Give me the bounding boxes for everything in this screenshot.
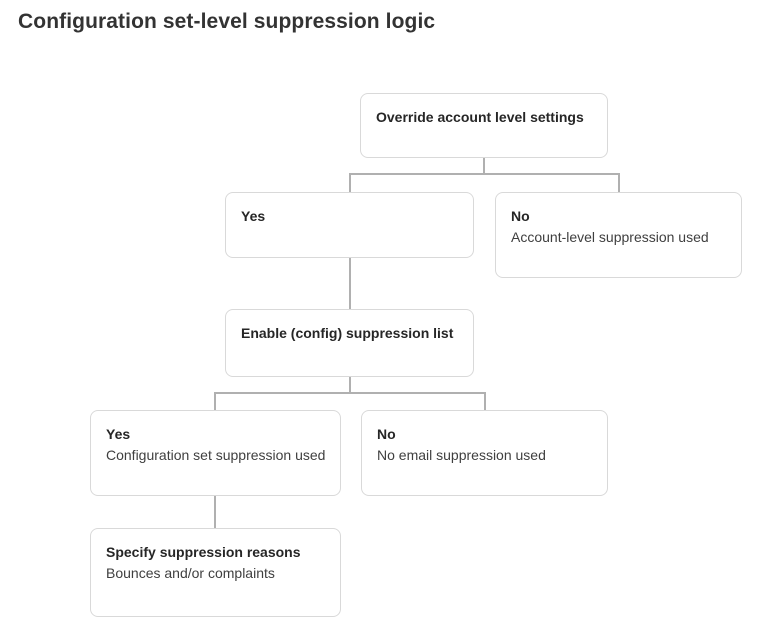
node-title: Override account level settings bbox=[376, 109, 584, 125]
node-title: No bbox=[511, 208, 530, 224]
connector-line bbox=[349, 376, 351, 393]
flow-node-override-account-level-settings: Override account level settings bbox=[360, 93, 608, 158]
connector-line bbox=[214, 392, 486, 394]
flow-node-specify-suppression-reasons: Specify suppression reasons Bounces and/… bbox=[90, 528, 341, 617]
node-subtitle: Configuration set suppression used bbox=[106, 447, 326, 463]
node-title: Enable (config) suppression list bbox=[241, 325, 454, 341]
connector-line bbox=[349, 257, 351, 309]
flow-node-no-account-level-suppression: No Account-level suppression used bbox=[495, 192, 742, 278]
node-title: Yes bbox=[106, 426, 131, 442]
connector-line bbox=[214, 392, 216, 410]
node-subtitle: Bounces and/or complaints bbox=[106, 565, 275, 581]
flow-node-yes-config-set-suppression: Yes Configuration set suppression used bbox=[90, 410, 341, 496]
node-subtitle: No email suppression used bbox=[377, 447, 546, 463]
node-title: Yes bbox=[241, 208, 266, 224]
flow-node-enable-config-suppression-list: Enable (config) suppression list bbox=[225, 309, 474, 377]
connector-line bbox=[484, 392, 486, 410]
flow-node-yes-override: Yes bbox=[225, 192, 474, 258]
node-subtitle: Account-level suppression used bbox=[511, 229, 709, 245]
node-title: No bbox=[377, 426, 396, 442]
node-title: Specify suppression reasons bbox=[106, 544, 301, 560]
connector-line bbox=[618, 173, 620, 192]
page-title: Configuration set-level suppression logi… bbox=[18, 10, 436, 33]
flow-node-no-email-suppression: No No email suppression used bbox=[361, 410, 608, 496]
connector-line bbox=[214, 495, 216, 528]
connector-line bbox=[349, 173, 620, 175]
connector-line bbox=[349, 173, 351, 192]
connector-line bbox=[483, 157, 485, 174]
